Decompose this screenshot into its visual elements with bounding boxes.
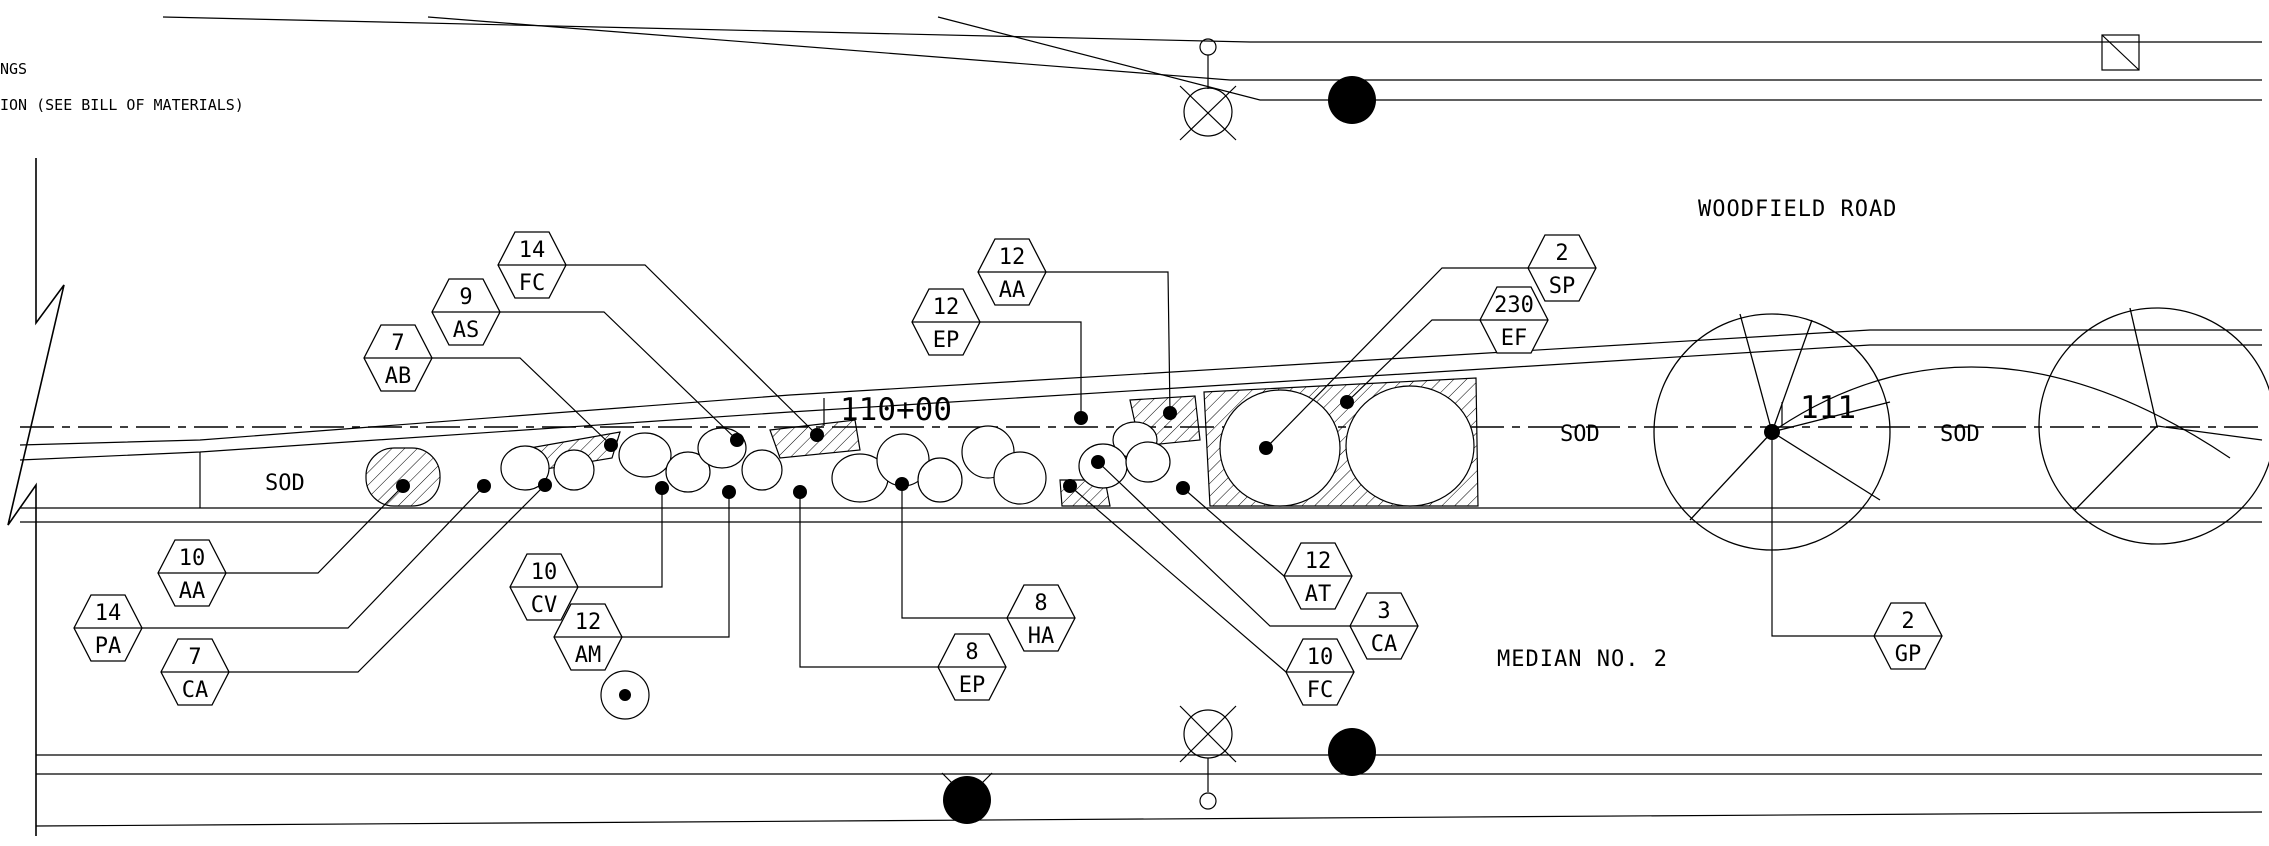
plant-tag-code: AT — [1305, 582, 1332, 607]
plant-tag-quantity: 7 — [391, 331, 404, 356]
plant-tag-code: PA — [95, 634, 122, 659]
match-break-line — [7, 158, 65, 836]
plant-tag-code: EP — [933, 328, 960, 353]
plant-tag-sp: 2SP — [1527, 234, 1597, 302]
plant-tag-quantity: 2 — [1555, 241, 1568, 266]
plant-tag-code: FC — [519, 271, 546, 296]
upper-light-pole-symbol — [1179, 38, 1237, 141]
plant-tag-quantity: 10 — [1307, 645, 1334, 670]
plant-tag-quantity: 14 — [95, 601, 122, 626]
plant-tag-code: AS — [453, 318, 480, 343]
plant-tag-code: AA — [999, 278, 1026, 303]
plant-tag-ca: 7CA — [160, 638, 230, 706]
plant-tag-quantity: 2 — [1901, 609, 1914, 634]
plant-tag-code: HA — [1028, 624, 1055, 649]
lower-light-pole-symbol — [1179, 705, 1237, 810]
plant-tag-quantity: 14 — [519, 238, 546, 263]
sod-label-right: SOD — [1940, 422, 1980, 447]
station-label-111: 111 — [1800, 390, 1856, 426]
plant-tag-quantity: 3 — [1377, 599, 1390, 624]
road-label: WOODFIELD ROAD — [1698, 197, 1897, 222]
plant-tag-code: AB — [385, 364, 412, 389]
plant-tag-code: EF — [1501, 326, 1528, 351]
target-symbol — [600, 670, 650, 720]
lower-utility-dot-right — [1328, 728, 1376, 776]
lower-utility-dot-left — [943, 776, 991, 824]
plant-tag-ca: 3CA — [1349, 592, 1419, 660]
plant-tag-code: AM — [575, 643, 602, 668]
plant-tag-quantity: 12 — [933, 295, 960, 320]
plant-tag-gp: 2GP — [1873, 602, 1943, 670]
plant-tag-quantity: 9 — [459, 285, 472, 310]
street-tree-2 — [2038, 307, 2269, 545]
plant-tag-ab: 7AB — [363, 324, 433, 392]
plant-tag-code: CA — [1371, 632, 1398, 657]
plant-tag-code: FC — [1307, 678, 1334, 703]
leader-lines — [142, 264, 1874, 673]
median-label: MEDIAN NO. 2 — [1497, 647, 1668, 672]
plant-tag-quantity: 8 — [965, 640, 978, 665]
sod-label-center: SOD — [1560, 422, 1600, 447]
sod-label-left: SOD — [265, 471, 305, 496]
plant-tag-quantity: 7 — [188, 645, 201, 670]
note-line-1: NGS — [0, 60, 27, 78]
plant-tag-quantity: 12 — [1305, 549, 1332, 574]
station-label-110: 110+00 — [840, 392, 952, 428]
plant-tag-quantity: 12 — [999, 245, 1026, 270]
plant-tag-quantity: 12 — [575, 610, 602, 635]
plant-tag-ep: 8EP — [937, 633, 1007, 701]
note-line-2: ION (SEE BILL OF MATERIALS) — [0, 96, 244, 114]
plant-tag-code: AA — [179, 579, 206, 604]
plant-tag-code: GP — [1895, 642, 1922, 667]
plant-tag-quantity: 230 — [1494, 293, 1534, 318]
plant-tag-code: EP — [959, 673, 986, 698]
plant-tag-code: CA — [182, 678, 209, 703]
plant-tag-code: SP — [1549, 274, 1576, 299]
plant-tag-as: 9AS — [431, 278, 501, 346]
upper-roadway-linework — [162, 16, 2262, 101]
plant-tag-quantity: 10 — [531, 560, 558, 585]
lower-roadway-linework — [35, 754, 2263, 827]
plant-tag-ha: 8HA — [1006, 584, 1076, 652]
plant-tag-quantity: 8 — [1034, 591, 1047, 616]
upper-utility-dot — [1328, 76, 1376, 124]
plant-tag-code: CV — [531, 593, 558, 618]
plant-tag-quantity: 10 — [179, 546, 206, 571]
